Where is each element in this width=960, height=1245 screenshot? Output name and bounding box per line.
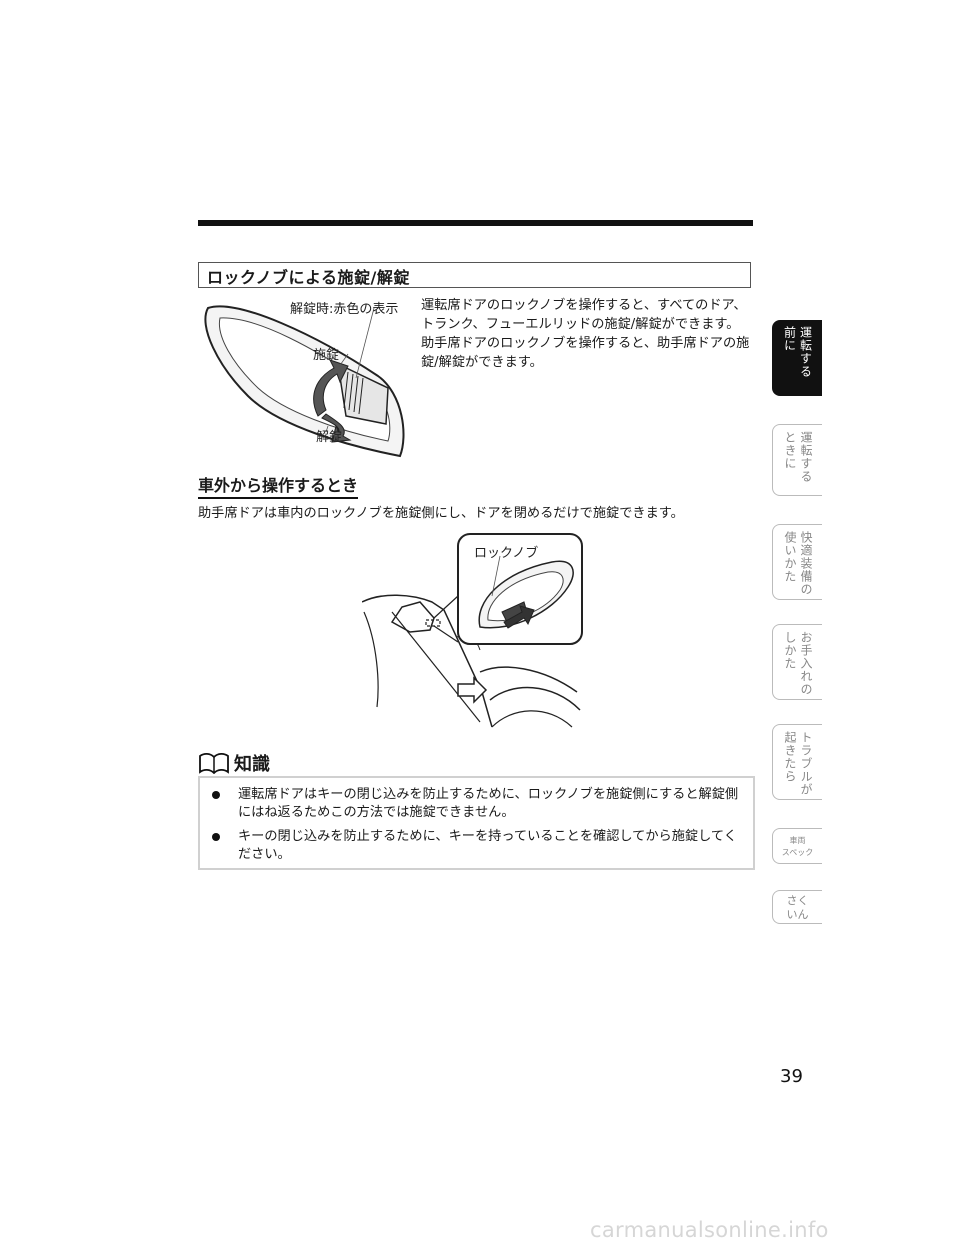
callout-unlock: 解錠 bbox=[316, 430, 343, 445]
tab-label: 運転する bbox=[799, 431, 813, 483]
section-title: ロックノブによる施錠/解錠 bbox=[207, 268, 410, 287]
bullet-icon bbox=[212, 791, 220, 799]
lock-knob-illustration bbox=[204, 305, 405, 458]
bullet-icon bbox=[212, 833, 220, 841]
list-item: キーの閉じ込みを防止するために、キーを持っていることを確認してから施錠してくださ… bbox=[212, 828, 745, 864]
tab-label: スペック bbox=[781, 847, 814, 857]
callout-unlock-indicator: 解錠時:赤色の表示 bbox=[290, 302, 399, 317]
tab-label: さく bbox=[786, 893, 809, 907]
tab-before-driving[interactable]: 運転する 前に bbox=[772, 320, 822, 396]
knowledge-list: 運転席ドアはキーの閉じ込みを防止するために、ロックノブを施錠側にすると解錠側には… bbox=[200, 778, 753, 864]
car-door-illustration bbox=[362, 533, 583, 728]
tab-label: 快適装備の bbox=[799, 531, 813, 596]
tab-label: トラブルが bbox=[799, 731, 813, 796]
tab-label: ときに bbox=[783, 431, 797, 470]
knowledge-text-2: キーの閉じ込みを防止するために、キーを持っていることを確認してから施錠してくださ… bbox=[238, 829, 737, 862]
knowledge-box: 運転席ドアはキーの閉じ込みを防止するために、ロックノブを施錠側にすると解錠側には… bbox=[198, 776, 755, 870]
tab-troubleshooting[interactable]: トラブルが 起きたら bbox=[772, 724, 822, 800]
intro-text-2: 助手席ドアのロックノブを操作すると、助手席ドアの施錠/解錠ができます。 bbox=[421, 336, 750, 370]
tab-label: 起きたら bbox=[783, 731, 797, 783]
watermark: carmanualsonline.info bbox=[590, 1218, 829, 1242]
tab-label: いん bbox=[786, 907, 809, 921]
outside-operation-text: 助手席ドアは車内のロックノブを施錠側にし、ドアを閉めるだけで施錠できます。 bbox=[198, 506, 684, 521]
knowledge-label: 知識 bbox=[234, 754, 270, 775]
tab-label: お手入れの bbox=[799, 631, 813, 696]
tab-comfort-equipment[interactable]: 快適装備の 使いかた bbox=[772, 524, 822, 600]
callout-lock-knob: ロックノブ bbox=[474, 546, 539, 561]
section-header: ロックノブによる施錠/解錠 bbox=[198, 262, 751, 288]
tab-label: 前に bbox=[782, 326, 797, 352]
book-icon bbox=[199, 752, 229, 774]
tab-index[interactable]: さく いん bbox=[772, 890, 822, 924]
tab-maintenance[interactable]: お手入れの しかた bbox=[772, 624, 822, 700]
intro-paragraph: 運転席ドアのロックノブを操作すると、すべてのドア、トランク、フューエルリッドの施… bbox=[421, 296, 751, 372]
tab-label: 運転する bbox=[798, 326, 813, 378]
tab-while-driving[interactable]: 運転する ときに bbox=[772, 424, 822, 496]
knowledge-text-1: 運転席ドアはキーの閉じ込みを防止するために、ロックノブを施錠側にすると解錠側には… bbox=[238, 787, 739, 820]
list-item: 運転席ドアはキーの閉じ込みを防止するために、ロックノブを施錠側にすると解錠側には… bbox=[212, 786, 745, 822]
tab-vehicle-specs[interactable]: 車両 スペック bbox=[772, 828, 822, 864]
tab-label: 使いかた bbox=[783, 531, 797, 583]
intro-text-1: 運転席ドアのロックノブを操作すると、すべてのドア、トランク、フューエルリッドの施… bbox=[421, 298, 747, 332]
tab-label: 車両 bbox=[789, 835, 806, 845]
page-number: 39 bbox=[780, 1066, 803, 1087]
outside-operation-heading: 車外から操作するとき bbox=[198, 472, 359, 499]
top-rule bbox=[198, 220, 753, 226]
tab-label: しかた bbox=[783, 631, 797, 670]
callout-lock: 施錠 bbox=[313, 348, 340, 363]
